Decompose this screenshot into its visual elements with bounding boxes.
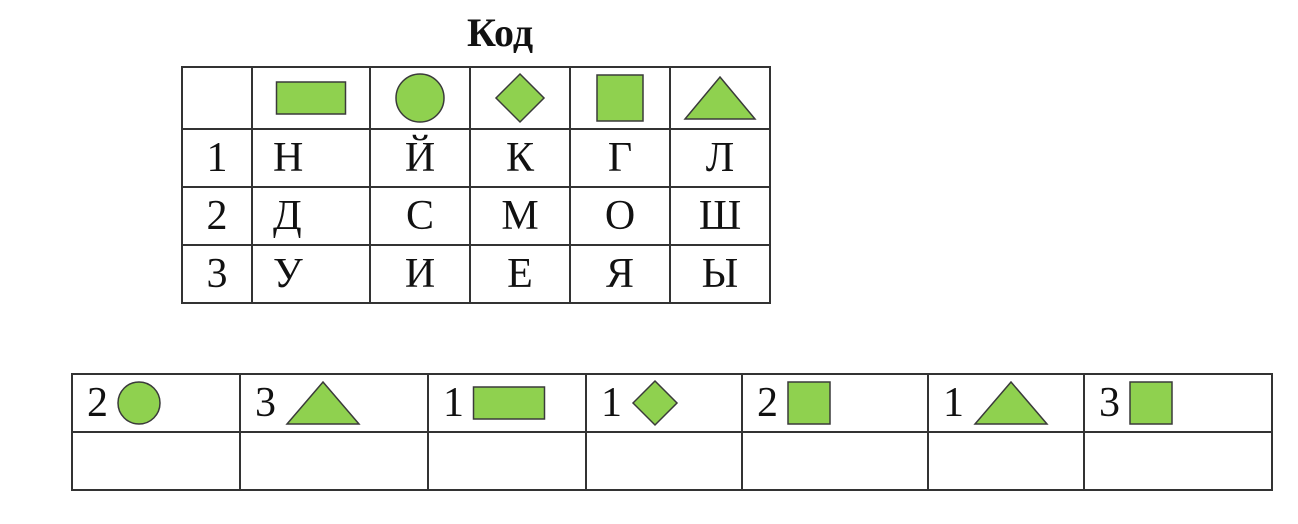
rectangle-icon bbox=[472, 386, 546, 420]
message-table: 2 3 1 1 bbox=[71, 373, 1273, 491]
rectangle-icon bbox=[275, 81, 347, 115]
triangle-icon bbox=[683, 75, 757, 120]
header-empty-cell bbox=[181, 66, 253, 130]
diamond-icon bbox=[631, 379, 679, 427]
message-cell-1: 2 bbox=[71, 373, 241, 433]
triangle-icon bbox=[973, 380, 1049, 425]
square-icon bbox=[1129, 381, 1173, 425]
row-number: 2 bbox=[181, 186, 253, 246]
page-title: Код bbox=[466, 10, 534, 55]
message-cell-6: 1 bbox=[927, 373, 1085, 433]
letter-cell: Й bbox=[369, 128, 471, 188]
answer-cell-7[interactable] bbox=[1083, 431, 1273, 491]
letter-cell: Ы bbox=[669, 244, 771, 304]
code-table-header-row bbox=[181, 66, 771, 130]
message-digit: 1 bbox=[601, 380, 622, 426]
answer-cell-4[interactable] bbox=[585, 431, 743, 491]
letter-cell: Ш bbox=[669, 186, 771, 246]
square-icon bbox=[596, 74, 644, 122]
message-digit: 2 bbox=[87, 380, 108, 426]
letter-cell: Е bbox=[469, 244, 571, 304]
code-table-row-3: 3 У И Е Я Ы bbox=[181, 244, 771, 304]
header-cell-circle bbox=[369, 66, 471, 130]
letter-cell: И bbox=[369, 244, 471, 304]
row-number: 3 bbox=[181, 244, 253, 304]
header-cell-square bbox=[569, 66, 671, 130]
letter-cell: Г bbox=[569, 128, 671, 188]
message-digit: 2 bbox=[757, 380, 778, 426]
message-digit: 3 bbox=[1099, 380, 1120, 426]
letter-cell: Н bbox=[251, 128, 371, 188]
answer-cell-3[interactable] bbox=[427, 431, 587, 491]
message-digit: 1 bbox=[443, 380, 464, 426]
message-cell-3: 1 bbox=[427, 373, 587, 433]
header-cell-diamond bbox=[469, 66, 571, 130]
message-digit: 3 bbox=[255, 380, 276, 426]
circle-icon bbox=[117, 381, 161, 425]
code-table-row-2: 2 Д С М О Ш bbox=[181, 186, 771, 246]
letter-cell: С bbox=[369, 186, 471, 246]
message-digit: 1 bbox=[943, 380, 964, 426]
message-cell-5: 2 bbox=[741, 373, 929, 433]
header-cell-triangle bbox=[669, 66, 771, 130]
message-cell-7: 3 bbox=[1083, 373, 1273, 433]
answer-cell-1[interactable] bbox=[71, 431, 241, 491]
row-number: 1 bbox=[181, 128, 253, 188]
message-cell-2: 3 bbox=[239, 373, 429, 433]
letter-cell: Л bbox=[669, 128, 771, 188]
code-table-row-1: 1 Н Й К Г Л bbox=[181, 128, 771, 188]
header-cell-rectangle bbox=[251, 66, 371, 130]
letter-cell: Д bbox=[251, 186, 371, 246]
triangle-icon bbox=[285, 380, 361, 425]
code-table: 1 Н Й К Г Л 2 Д С М О Ш 3 У И Е Я Ы bbox=[181, 66, 771, 304]
diamond-icon bbox=[494, 72, 546, 124]
letter-cell: О bbox=[569, 186, 671, 246]
letter-cell: К bbox=[469, 128, 571, 188]
letter-cell: М bbox=[469, 186, 571, 246]
answer-cell-2[interactable] bbox=[239, 431, 429, 491]
answer-cell-5[interactable] bbox=[741, 431, 929, 491]
message-answer-row bbox=[71, 431, 1273, 491]
letter-cell: У bbox=[251, 244, 371, 304]
square-icon bbox=[787, 381, 831, 425]
letter-cell: Я bbox=[569, 244, 671, 304]
message-code-row: 2 3 1 1 bbox=[71, 373, 1273, 433]
circle-icon bbox=[395, 73, 445, 123]
message-cell-4: 1 bbox=[585, 373, 743, 433]
answer-cell-6[interactable] bbox=[927, 431, 1085, 491]
